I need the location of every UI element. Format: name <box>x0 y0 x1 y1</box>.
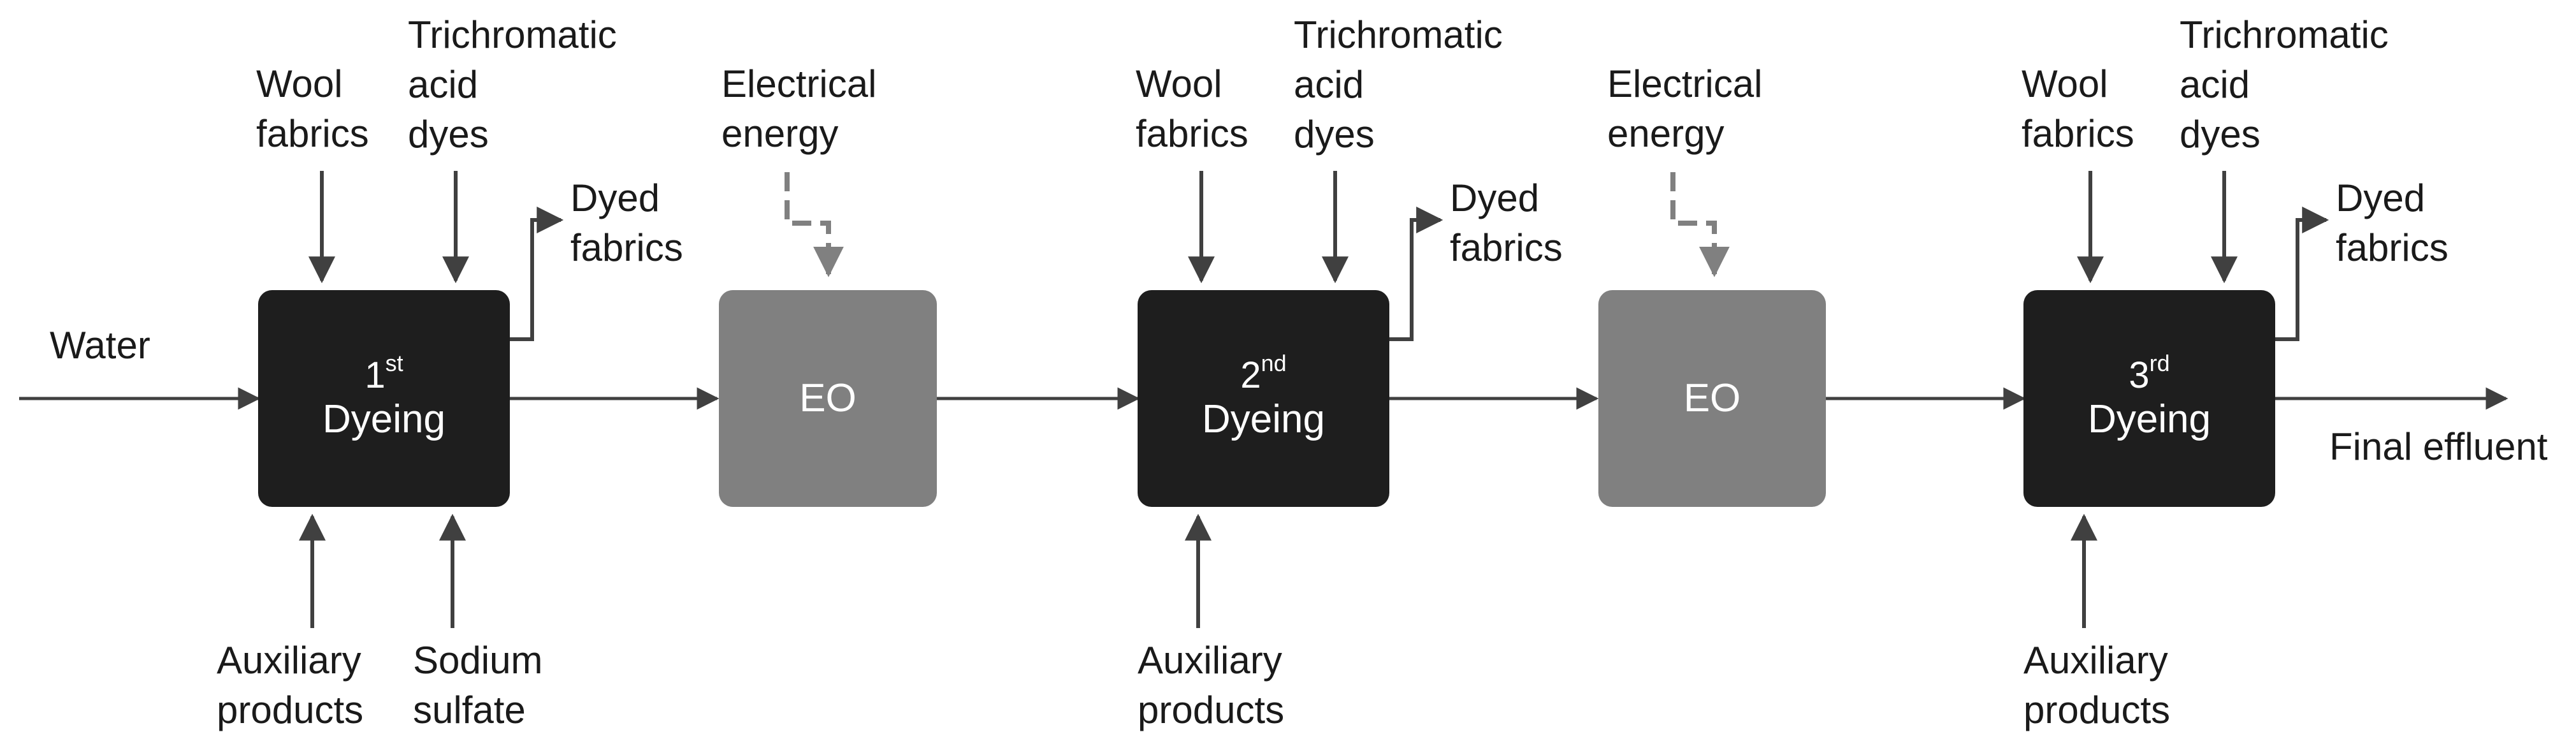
dyeing-stage-3-box: 3rd Dyeing <box>2023 290 2275 507</box>
water-label: Water <box>50 324 150 367</box>
eo-unit-1-box: EO <box>719 290 937 507</box>
stage-name: Dyeing <box>2088 397 2211 441</box>
electrical-energy-arrow-1 <box>785 172 844 277</box>
stage-ordinal: 2nd <box>1240 350 1287 397</box>
stage-name: Dyeing <box>1202 397 1325 441</box>
dyed-fabrics-arrow-1 <box>510 207 564 341</box>
eo-unit-name: EO <box>799 376 857 420</box>
eo-unit-2-box: EO <box>1598 290 1826 507</box>
dyeing-stage-1-box: 1st Dyeing <box>258 290 510 507</box>
electrical-energy-arrow-2 <box>1670 172 1730 277</box>
dyed-fabrics-arrow-2 <box>1389 207 1444 341</box>
stage-name: Dyeing <box>322 397 445 441</box>
final-effluent-label: Final effluent <box>2329 425 2548 468</box>
stage-ordinal: 3rd <box>2129 350 2170 397</box>
stage-ordinal: 1st <box>365 350 403 397</box>
eo-unit-name: EO <box>1683 376 1741 420</box>
dyeing-stage-2-box: 2nd Dyeing <box>1138 290 1389 507</box>
dyed-fabrics-arrow-3 <box>2275 207 2329 341</box>
